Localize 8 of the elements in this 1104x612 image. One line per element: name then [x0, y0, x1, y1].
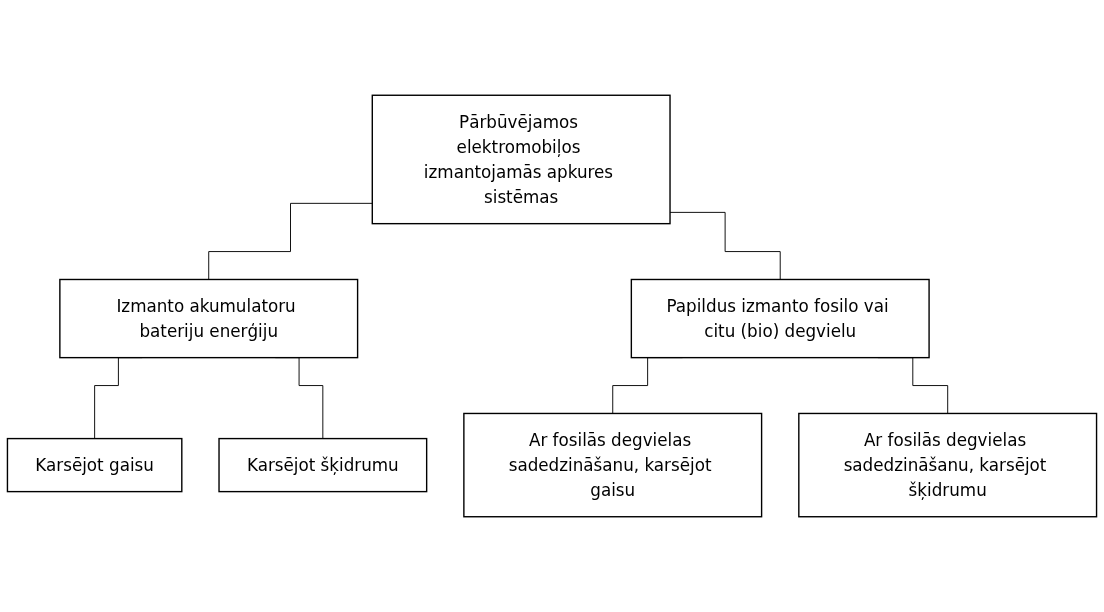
node-box: Izmanto akumulatoru bateriju enerģiju	[59, 278, 359, 359]
node-box: Ar fosilās degvielas sadedzināšanu, karsējot šķidrumu	[798, 412, 1098, 518]
node-box: Ar fosilās degvielas sadedzināšanu, karsējot gaisu	[463, 412, 763, 518]
node-box: Papildus izmanto fosilo vai citu (bio) degvielu	[630, 278, 930, 359]
node-box: Pārbūvējamos elektromobiļos izmantojamās apkures sistēmas	[371, 94, 671, 225]
node-box: Karsējot šķidrumu	[218, 437, 428, 493]
node-box: Karsējot gaisu	[6, 437, 183, 493]
connector	[208, 202, 373, 280]
